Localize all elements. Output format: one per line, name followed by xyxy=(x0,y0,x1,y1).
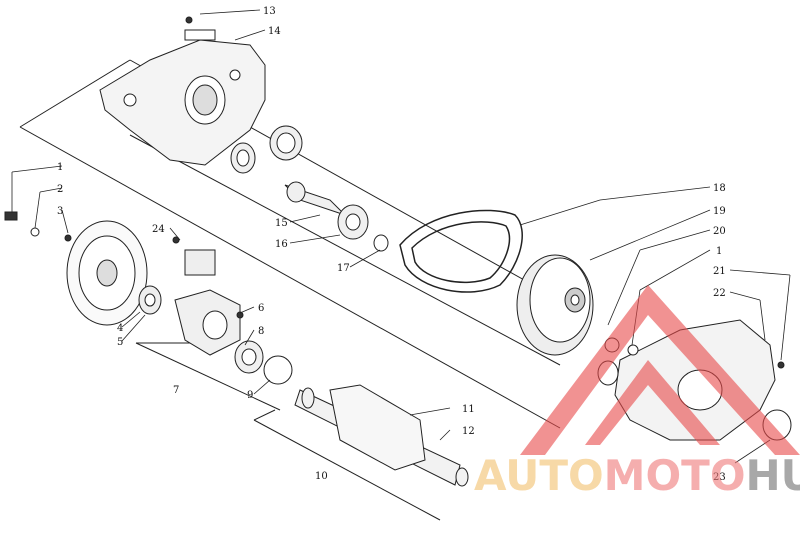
callout-17: 17 xyxy=(337,263,350,274)
watermark: AUTOMOTOHUB xyxy=(474,285,800,500)
callout-1-right: 1 xyxy=(716,246,722,257)
caliper-bracket-6 xyxy=(172,236,293,385)
triangle-logo-icon xyxy=(520,285,800,455)
callout-10: 10 xyxy=(315,471,328,482)
callout-12: 12 xyxy=(462,426,475,437)
callout-18: 18 xyxy=(713,183,726,194)
callout-19: 19 xyxy=(713,206,726,217)
callout-1: 1 xyxy=(57,162,63,173)
brake-disc-4 xyxy=(4,211,162,326)
callout-15: 15 xyxy=(275,218,288,229)
callout-13: 13 xyxy=(263,6,276,17)
callout-24: 24 xyxy=(152,224,165,235)
callout-11: 11 xyxy=(462,404,475,415)
callout-16: 16 xyxy=(275,239,288,250)
callout-23: 23 xyxy=(713,472,726,483)
belt-18 xyxy=(399,209,523,293)
callout-6: 6 xyxy=(258,303,264,314)
watermark-moto: MOTO xyxy=(604,451,746,500)
callout-21: 21 xyxy=(713,266,726,277)
leader-lines xyxy=(11,9,791,464)
shaft-10 xyxy=(294,384,469,487)
callout-20: 20 xyxy=(713,226,726,237)
callout-14: 14 xyxy=(268,26,281,37)
callout-labels: 1 2 3 4 5 6 7 8 9 10 11 12 13 14 15 16 1… xyxy=(57,6,726,483)
callout-22: 22 xyxy=(713,288,726,299)
callout-5: 5 xyxy=(117,337,123,348)
bearing-group-upper xyxy=(230,125,389,252)
sprocket-19 xyxy=(516,254,594,356)
callout-7: 7 xyxy=(173,385,179,396)
watermark-hub: HUB xyxy=(746,451,800,500)
callout-2: 2 xyxy=(57,184,63,195)
callout-4: 4 xyxy=(117,323,123,334)
svg-text:AUTOMOTOHUB: AUTOMOTOHUB xyxy=(474,451,800,500)
cover-14 xyxy=(99,16,266,166)
callout-3: 3 xyxy=(57,206,63,217)
callout-9: 9 xyxy=(247,390,253,401)
watermark-auto: AUTO xyxy=(474,451,604,500)
callout-8: 8 xyxy=(258,326,264,337)
